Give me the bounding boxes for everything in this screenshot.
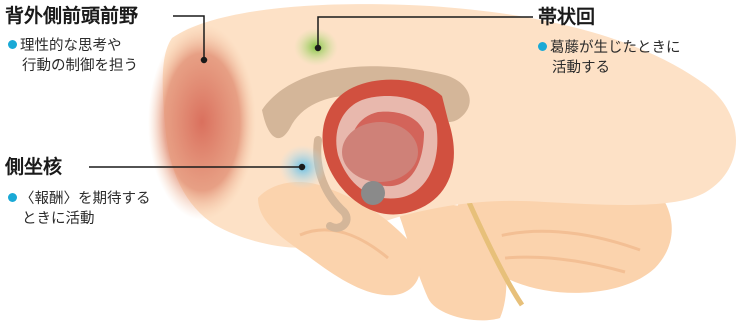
dlpfc-leader-dot	[202, 58, 207, 63]
cingulate-leader-dot	[316, 46, 321, 51]
dlpfc-desc-line1: 理性的な思考や	[20, 38, 122, 54]
accumbens-desc-line2: ときに活動	[8, 209, 151, 229]
cingulate-desc-line1: 葛藤が生じたときに	[550, 40, 681, 56]
thalamus	[342, 122, 418, 182]
amygdala	[361, 181, 385, 205]
cingulate-title: 帯状回	[538, 6, 595, 28]
dlpfc-title: 背外側前頭前野	[5, 5, 138, 27]
accumbens-title: 側坐核	[5, 156, 62, 178]
cingulate-desc-line2: 活動する	[538, 58, 681, 78]
accumbens-leader-dot	[300, 165, 305, 170]
accumbens-description: 〈報酬〉を期待する ときに活動	[8, 189, 151, 229]
accumbens-desc-line1: 〈報酬〉を期待する	[20, 191, 151, 207]
dlpfc-description: 理性的な思考や 行動の制御を担う	[8, 36, 138, 76]
dlpfc-desc-line2: 行動の制御を担う	[8, 56, 138, 76]
dlpfc-region	[148, 24, 256, 220]
cingulate-description: 葛藤が生じたときに 活動する	[538, 38, 681, 78]
bullet-icon	[8, 193, 17, 202]
bullet-icon	[538, 42, 547, 51]
bullet-icon	[8, 40, 17, 49]
